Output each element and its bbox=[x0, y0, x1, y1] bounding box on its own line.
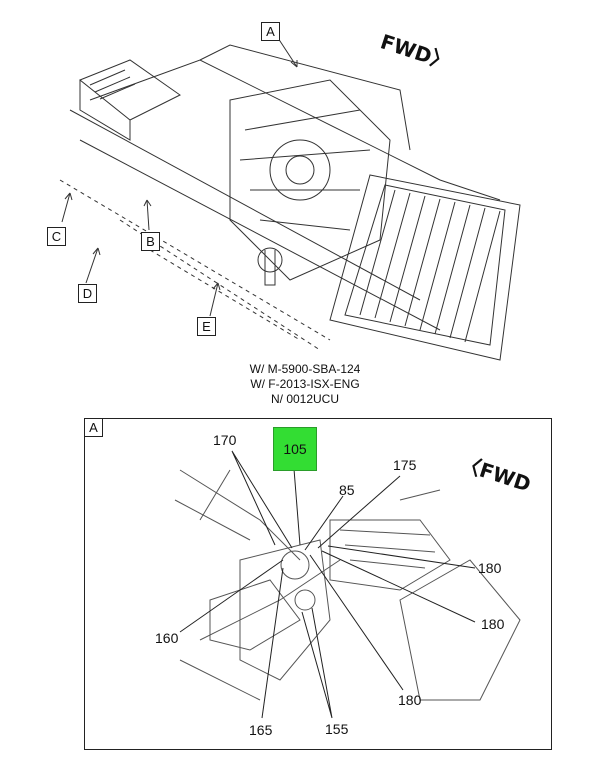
callout-175: 175 bbox=[393, 457, 417, 473]
callout-180-middle: 180 bbox=[481, 616, 505, 632]
callout-165: 165 bbox=[249, 722, 273, 738]
detail-frame-label: A bbox=[84, 418, 103, 437]
callout-180-top: 180 bbox=[478, 560, 502, 576]
callout-155: 155 bbox=[325, 721, 349, 737]
view-label-b: B bbox=[141, 232, 160, 251]
callout-85: 85 bbox=[339, 482, 355, 498]
view-label-c: C bbox=[47, 227, 66, 246]
callout-180-bottom: 180 bbox=[398, 692, 422, 708]
caption-line-2: W/ F-2013-ISX-ENG bbox=[250, 377, 360, 391]
view-label-d: D bbox=[78, 284, 97, 303]
callout-160: 160 bbox=[155, 630, 179, 646]
caption-line-3: N/ 0012UCU bbox=[270, 392, 340, 406]
detail-view-frame bbox=[84, 418, 552, 750]
view-label-a: A bbox=[261, 22, 280, 41]
callout-170: 170 bbox=[213, 432, 237, 448]
part-105-highlight: 105 bbox=[273, 427, 317, 471]
view-label-e: E bbox=[197, 317, 216, 336]
caption-line-1: W/ M-5900-SBA-124 bbox=[249, 362, 361, 376]
